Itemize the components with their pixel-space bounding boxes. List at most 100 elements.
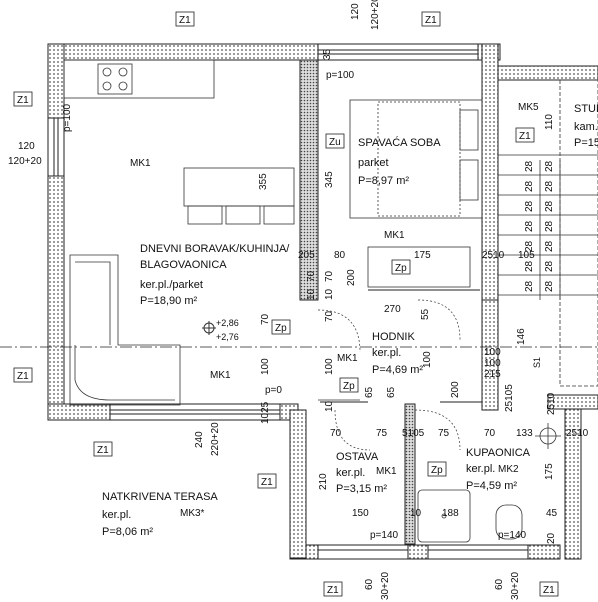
svg-text:Z1: Z1: [179, 15, 191, 26]
svg-text:100: 100: [324, 358, 335, 375]
svg-text:Zu: Zu: [329, 137, 341, 148]
living-room-floor: ker.pl./parket: [140, 279, 203, 291]
svg-text:Zp: Zp: [275, 323, 287, 334]
svg-text:175: 175: [414, 250, 431, 261]
svg-text:28: 28: [524, 200, 535, 212]
svg-text:60: 60: [364, 578, 375, 590]
door-swings: [317, 299, 461, 451]
stair-name: STUB: [574, 103, 598, 115]
svg-text:133: 133: [516, 428, 533, 439]
hall-mark: MK1: [337, 353, 358, 364]
svg-text:30+20: 30+20: [510, 571, 521, 600]
svg-text:70: 70: [324, 270, 335, 282]
svg-text:28: 28: [544, 200, 555, 212]
svg-text:Z1: Z1: [327, 585, 339, 596]
svg-text:1025: 1025: [260, 401, 271, 424]
svg-text:240: 240: [194, 431, 205, 448]
svg-text:Z1: Z1: [425, 15, 437, 26]
svg-text:28: 28: [524, 220, 535, 232]
svg-text:215: 215: [484, 369, 501, 380]
svg-text:28: 28: [524, 160, 535, 172]
svg-text:28: 28: [544, 260, 555, 272]
dimensions: 355 345 205 80 175 2510 105 28 28 28 28 …: [8, 0, 589, 600]
svg-text:188: 188: [442, 508, 459, 519]
storage-name: OSTAVA: [336, 451, 379, 463]
living-room-mark: MK1: [130, 158, 151, 169]
level-p140-b: p=140: [498, 530, 527, 541]
stair-mark: MK5: [518, 102, 539, 113]
svg-text:100: 100: [422, 351, 433, 368]
svg-text:70: 70: [306, 270, 317, 282]
svg-text:28: 28: [524, 240, 535, 252]
bath-area: P=4,59 m²: [466, 480, 517, 492]
svg-text:28: 28: [524, 180, 535, 192]
living-room-name-2: BLAGOVAONICA: [140, 259, 227, 271]
svg-text:100: 100: [484, 358, 501, 369]
svg-text:Z1: Z1: [261, 477, 273, 488]
hall-area: P=4,69 m²: [372, 364, 423, 376]
svg-text:120: 120: [18, 141, 35, 152]
svg-text:200: 200: [346, 269, 357, 286]
svg-text:70: 70: [484, 428, 496, 439]
svg-text:Zp: Zp: [431, 465, 443, 476]
svg-text:Z1: Z1: [543, 585, 555, 596]
stair-area: P=15: [574, 137, 598, 149]
living-room-area: P=18,90 m²: [140, 295, 198, 307]
bedroom-floor: parket: [358, 157, 389, 169]
svg-text:120+20: 120+20: [370, 0, 381, 30]
svg-text:35: 35: [322, 48, 333, 60]
svg-text:60: 60: [494, 578, 505, 590]
level-p100-left: p=100: [62, 103, 73, 132]
svg-text:2510: 2510: [566, 428, 589, 439]
windows: [47, 43, 529, 560]
terrace-area: P=8,06 m²: [102, 526, 153, 538]
svg-text:75: 75: [376, 428, 388, 439]
svg-text:355: 355: [258, 173, 269, 190]
svg-text:65: 65: [386, 386, 397, 398]
svg-text:25105: 25105: [504, 384, 515, 412]
terrace-floor: ker.pl.: [102, 509, 131, 521]
staircase: [498, 79, 598, 387]
svg-text:80: 80: [334, 250, 346, 261]
stair-floor: kam.pl.: [574, 121, 598, 133]
svg-text:Zp: Zp: [343, 381, 355, 392]
svg-text:70: 70: [330, 428, 342, 439]
svg-text:S1: S1: [532, 357, 542, 368]
svg-text:210: 210: [318, 473, 329, 490]
svg-text:345: 345: [324, 171, 335, 188]
level-top: +2,86: [216, 318, 239, 328]
svg-text:10: 10: [410, 508, 422, 519]
svg-text:70: 70: [324, 310, 335, 322]
svg-text:10: 10: [324, 288, 335, 300]
level-marks: +2,86 +2,76 p=0 p=100 p=140 p=140 p=100: [62, 70, 527, 541]
svg-text:Z1: Z1: [519, 131, 531, 142]
wall-tags: [13, 11, 559, 597]
level-p140-a: p=140: [370, 530, 399, 541]
level-p100-bed: p=100: [326, 70, 355, 81]
svg-text:200: 200: [450, 381, 461, 398]
level-bottom: +2,76: [216, 332, 239, 342]
svg-text:30+20: 30+20: [380, 571, 391, 600]
inner-lines: [320, 289, 482, 403]
terrace-name: NATKRIVENA TERASA: [102, 491, 218, 503]
svg-text:Z1: Z1: [17, 95, 29, 106]
svg-text:120+20: 120+20: [8, 156, 42, 167]
svg-text:Z1: Z1: [97, 445, 109, 456]
living-room-mark-2: MK1: [210, 370, 231, 381]
svg-text:175: 175: [544, 463, 555, 480]
svg-text:2510: 2510: [546, 392, 557, 415]
svg-text:146: 146: [516, 328, 527, 345]
svg-text:65: 65: [364, 386, 375, 398]
svg-text:28: 28: [544, 180, 555, 192]
room-labels: DNEVNI BORAVAK/KUHINJA/ BLAGOVAONICA ker…: [102, 102, 598, 538]
svg-text:5105: 5105: [402, 428, 425, 439]
living-room-name-1: DNEVNI BORAVAK/KUHINJA/: [140, 243, 290, 255]
svg-text:100: 100: [484, 347, 501, 358]
svg-text:28: 28: [544, 220, 555, 232]
svg-text:205: 205: [298, 250, 315, 261]
svg-text:120: 120: [350, 3, 361, 20]
bath-name: KUPAONICA: [466, 447, 531, 459]
wall-tag-labels: Z1 Z1 Z1 Z1 Z1 Z1 Z1 Z1 Z1 Zu Zp Zp Zp Z…: [17, 15, 555, 596]
svg-text:100: 100: [260, 358, 271, 375]
